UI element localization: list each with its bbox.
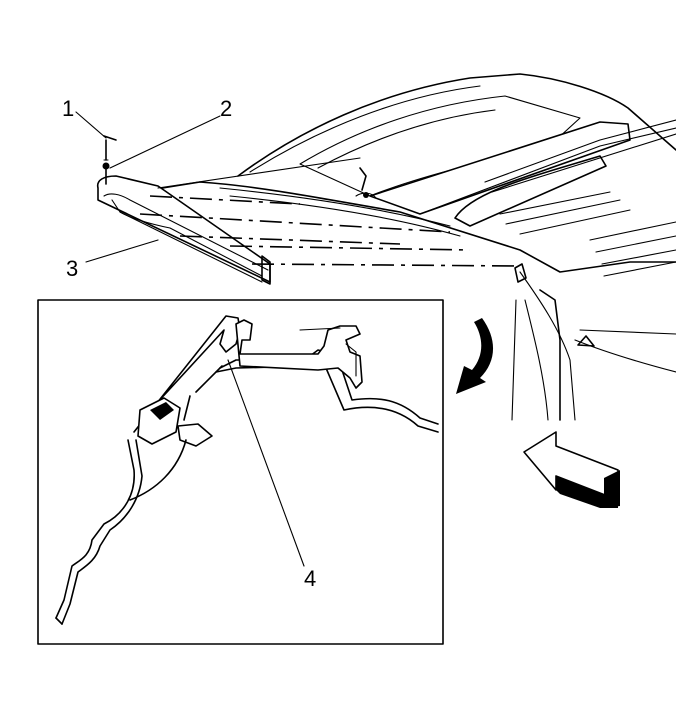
vehicle-roof bbox=[149, 73, 676, 421]
view-direction-arrow-icon bbox=[523, 431, 620, 508]
callout-2: 2 bbox=[220, 96, 232, 121]
leader-lines bbox=[75, 111, 361, 263]
callout-1: 1 bbox=[62, 96, 74, 121]
curved-arrow-icon bbox=[456, 318, 494, 394]
callout-4: 4 bbox=[304, 566, 316, 591]
roof-molding bbox=[96, 175, 521, 285]
callout-3: 3 bbox=[66, 256, 78, 281]
detail-inset bbox=[37, 299, 444, 645]
